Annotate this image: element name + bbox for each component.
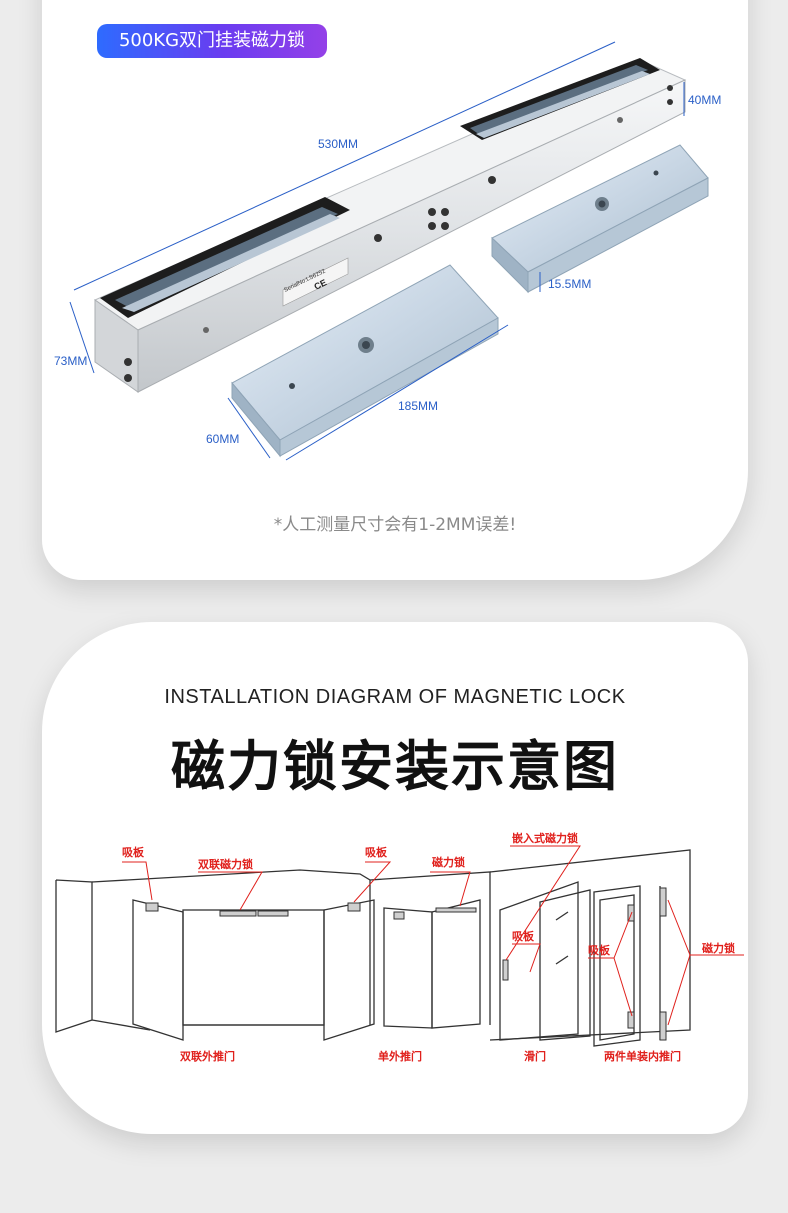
- dimension-height: 40MM: [688, 93, 721, 107]
- dimension-plate-width: 60MM: [206, 432, 239, 446]
- measurement-note: *人工测量尺寸会有1-2MM误差!: [273, 515, 517, 535]
- dimension-plate-length: 185MM: [398, 399, 438, 413]
- label-lock-2: 磁力锁: [702, 941, 735, 955]
- dimension-plate-thickness: 15.5MM: [548, 277, 591, 291]
- label-armature-2: 吸板: [365, 845, 388, 859]
- caption-two-piece-door: 两件单装内推门: [604, 1049, 681, 1063]
- label-armature-1: 吸板: [122, 845, 145, 859]
- dimension-length: 530MM: [318, 137, 358, 151]
- label-embedded-lock: 嵌入式磁力锁: [512, 831, 578, 845]
- caption-sliding-door: 滑门: [524, 1049, 546, 1063]
- caption-double-door: 双联外推门: [180, 1049, 235, 1063]
- ce-mark-text: CE: [312, 277, 328, 291]
- label-armature-3: 吸板: [512, 929, 535, 943]
- label-armature-4: 吸板: [588, 943, 611, 957]
- magnetic-lock-body: [93, 58, 687, 393]
- product-illustration: SerialNo:LS6252 CE 530MM 40MM 73MM 15.5M…: [54, 41, 721, 461]
- product-badge: 500KG双门挂装磁力锁: [97, 24, 327, 58]
- armature-plate-front: [231, 264, 499, 458]
- label-lock-1: 磁力锁: [432, 855, 465, 869]
- dimension-width: 73MM: [54, 354, 87, 368]
- label-double-lock: 双联磁力锁: [198, 857, 253, 871]
- section-title-en: INSTALLATION DIAGRAM OF MAGNETIC LOCK: [164, 686, 626, 708]
- caption-single-door: 单外推门: [378, 1049, 422, 1063]
- armature-plate-back: [491, 144, 709, 294]
- section-title-cn: 磁力锁安装示意图: [171, 735, 619, 798]
